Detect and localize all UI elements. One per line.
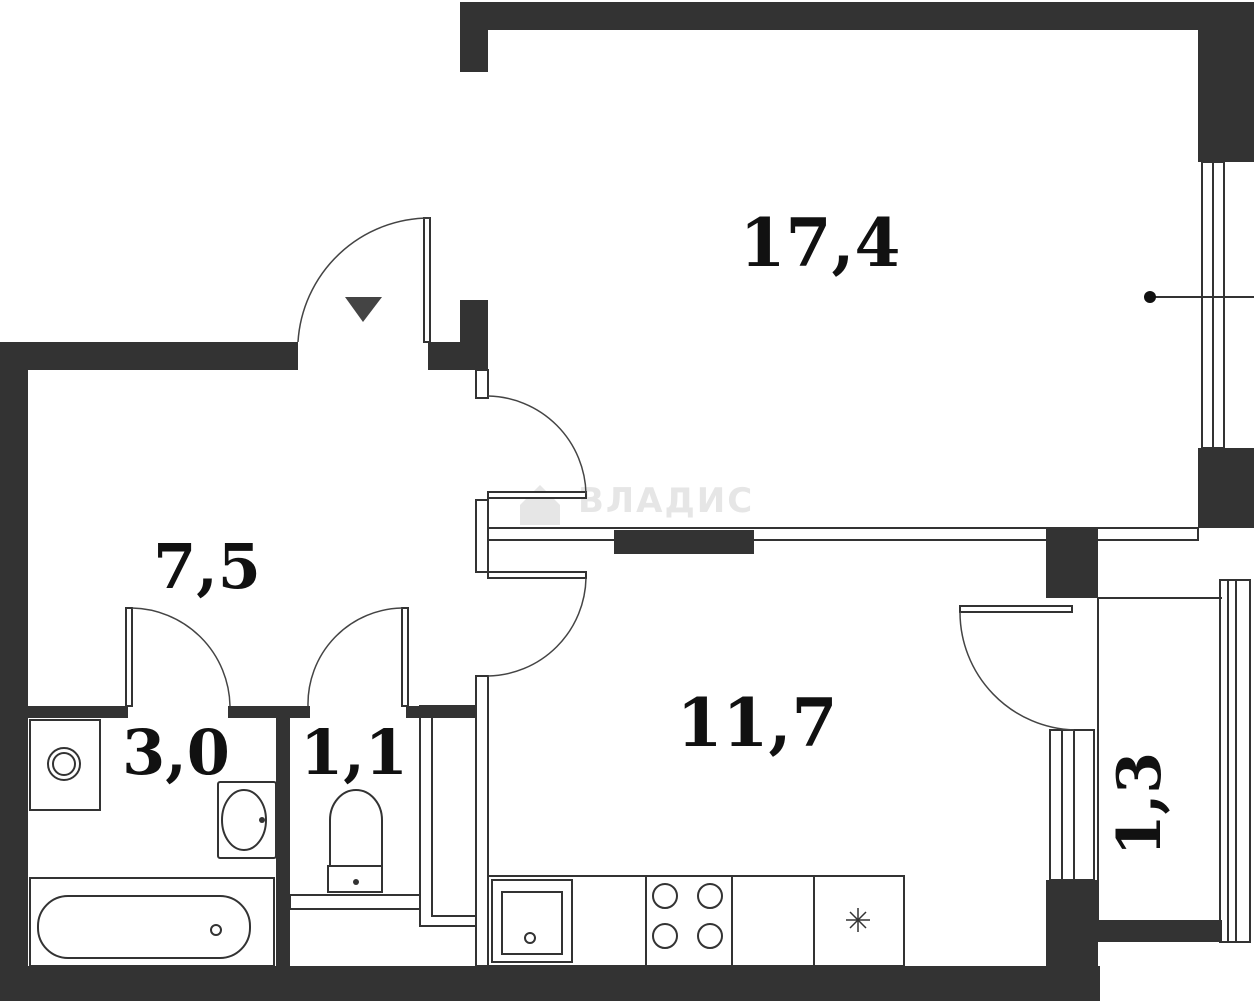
doors [125, 217, 1075, 731]
wall-right-upper [1198, 2, 1254, 162]
partitions [28, 369, 1199, 967]
bath-door-swing [131, 607, 231, 707]
washing-machine [29, 719, 101, 811]
bathtub [29, 877, 275, 967]
partition-bath-top-mid [228, 706, 310, 718]
shaft-inner [431, 715, 477, 917]
window-kitchen [1049, 729, 1095, 881]
balcony-door-leaf [959, 605, 1073, 613]
kitchen-sink [491, 879, 573, 963]
wall-balcony-bottom [1046, 920, 1222, 942]
sink [217, 781, 277, 859]
balcony-area: 1,3 [1105, 752, 1175, 856]
living-door-swing [487, 395, 587, 495]
toilet-bowl-icon [329, 789, 383, 867]
kitchen-fixtures [487, 875, 905, 967]
burner-icon [652, 883, 678, 909]
kitchen-sink-basin-icon [501, 891, 563, 955]
sink-basin-icon [221, 789, 267, 851]
toilet-fixture [327, 789, 383, 893]
partition-living-kitchen-solid [614, 530, 754, 554]
balcony-door-swing [959, 611, 1075, 731]
kitchen-door-swing [487, 577, 587, 677]
wall-top [460, 2, 1254, 30]
washing-machine-drum-icon [47, 747, 81, 781]
partition-hall-kitchen [475, 675, 489, 967]
entrance-door-swing [297, 217, 431, 343]
shaft [419, 705, 477, 927]
stove [645, 875, 733, 967]
living-door-leaf [487, 491, 587, 499]
wall-column [1046, 528, 1098, 598]
toilet-area: 1,1 [300, 716, 408, 789]
snowflake-icon [846, 908, 870, 932]
living-room-area: 17,4 [740, 204, 901, 282]
bath-door-leaf [125, 607, 133, 707]
partition-hall-living [475, 369, 489, 399]
living-room-point [1144, 291, 1254, 303]
wall-hall-top [0, 342, 298, 370]
bathtub-drain-icon [210, 924, 222, 936]
windows [1049, 161, 1251, 943]
partition-bath-toilet [276, 706, 290, 966]
toilet-door-leaf [401, 607, 409, 707]
partition-hall-middle [475, 499, 489, 573]
entrance-door-leaf [423, 217, 431, 343]
hall-area: 7,5 [153, 530, 261, 603]
bathroom-area: 3,0 [122, 716, 230, 789]
toilet-bottom [289, 894, 421, 910]
toilet-tank [327, 865, 383, 893]
toilet-door-swing [307, 607, 403, 707]
partition-bath-top-left [28, 706, 128, 718]
balcony-outline [1097, 597, 1222, 920]
wall-entry-jamb [428, 342, 488, 370]
kitchen-area: 11,7 [677, 684, 838, 762]
point-icon [1144, 291, 1156, 303]
watermark-text: ВЛАДИС [578, 481, 754, 521]
bathroom-fixtures [29, 719, 277, 967]
wall-left [0, 342, 28, 1001]
wall-right-lower [1198, 448, 1254, 528]
watermark: ВЛАДИС [520, 481, 754, 525]
entrance-arrow-icon [345, 297, 382, 322]
wall-bottom [0, 966, 1100, 1001]
bathtub-inner [37, 895, 251, 959]
wall-living-left [460, 2, 488, 72]
kitchen-door-leaf [487, 571, 587, 579]
